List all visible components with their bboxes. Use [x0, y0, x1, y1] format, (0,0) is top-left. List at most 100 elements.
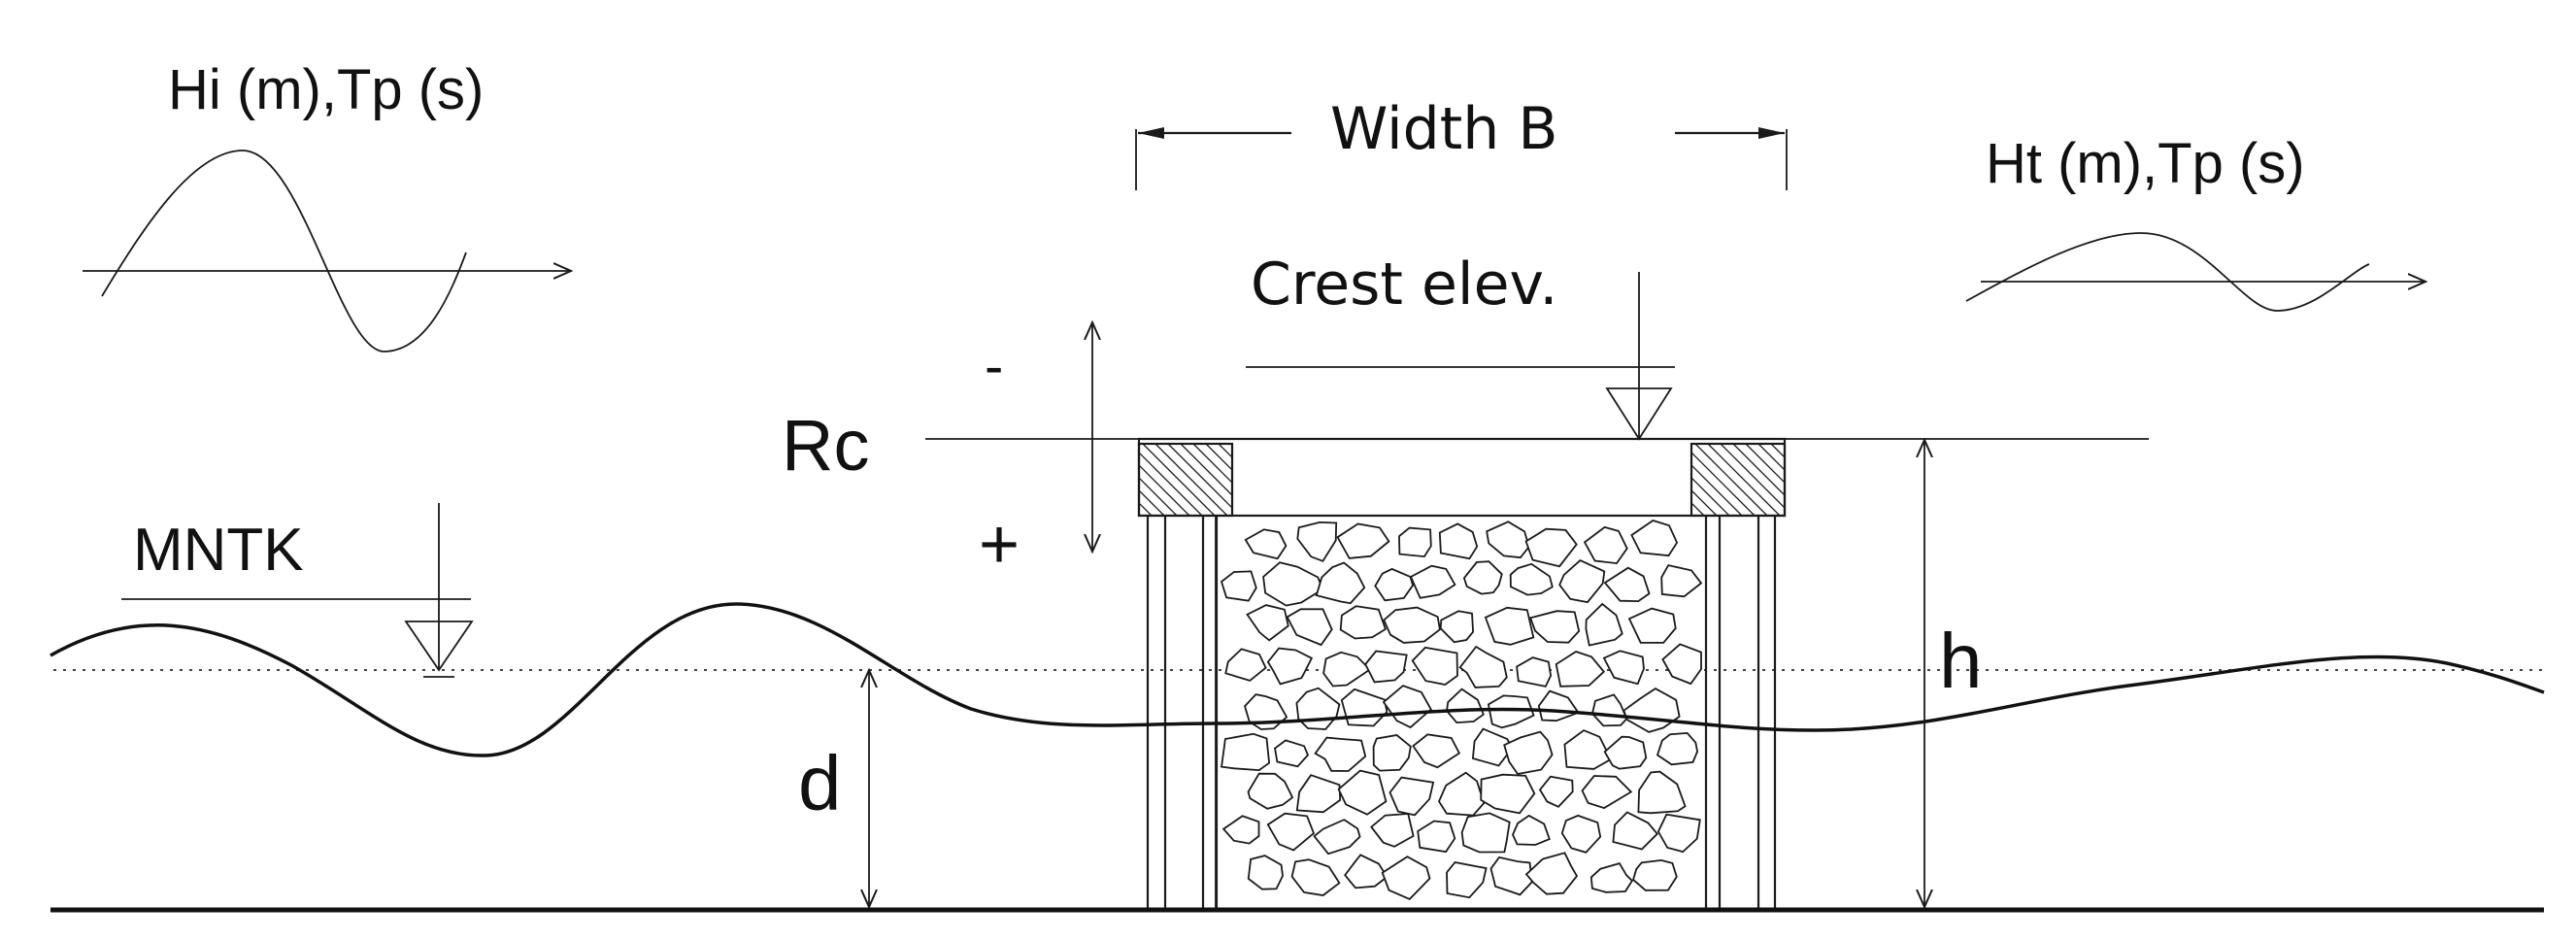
hatch-line — [1809, 444, 1881, 516]
left-cap-hatching — [1139, 444, 1366, 516]
rock-stone — [1344, 854, 1388, 890]
water-level-marker — [121, 503, 474, 678]
rock-stone — [1484, 606, 1535, 646]
rock-stone — [1374, 567, 1415, 602]
rock-stone — [1438, 522, 1479, 560]
hatch-line — [1142, 444, 1216, 516]
rock-stone — [1313, 819, 1361, 856]
rock-stone — [1462, 560, 1503, 595]
rock-stone — [1524, 527, 1578, 568]
rock-stone — [1487, 694, 1535, 729]
rock-stone — [1480, 773, 1536, 815]
hatch-line — [1847, 444, 1919, 516]
rock-stone — [1286, 608, 1333, 647]
rock-stone — [1247, 855, 1284, 890]
hatch-line — [1694, 444, 1768, 516]
crest-cap — [1137, 437, 1787, 518]
hatch-line — [1282, 444, 1354, 516]
rock-stone — [1446, 688, 1485, 724]
rock-stone — [1509, 562, 1554, 596]
rock-stone — [1656, 813, 1701, 854]
right-cap-block — [1689, 442, 1787, 518]
rock-stone — [1583, 525, 1628, 565]
rock-stone — [1503, 730, 1554, 775]
rock-stone — [1266, 647, 1314, 686]
rock-stone — [1656, 731, 1699, 766]
rock-stone — [1274, 739, 1310, 768]
hatch-line — [1139, 515, 1140, 516]
hatch-line — [1218, 444, 1232, 458]
rock-stone — [1558, 559, 1606, 604]
rock-stone — [1471, 727, 1514, 767]
hatch-line — [1770, 444, 1785, 458]
rock-stone — [1411, 646, 1458, 686]
left-wall — [1146, 516, 1219, 910]
rock-stone — [1409, 564, 1456, 599]
rock-stone — [1437, 771, 1486, 817]
hatch-line — [1139, 452, 1203, 516]
hatch-line — [1822, 444, 1893, 516]
rock-stone — [1563, 729, 1613, 770]
hatch-line — [1180, 444, 1232, 496]
rock-stone — [1538, 775, 1574, 808]
hatch-line — [1691, 489, 1718, 516]
rock-stone — [1382, 685, 1432, 729]
rock-stone — [1661, 643, 1702, 686]
rock-stone — [1612, 811, 1659, 851]
rock-stone — [1585, 602, 1623, 647]
hatch-line — [1691, 464, 1743, 516]
rock-stone — [1458, 645, 1508, 688]
depth-label: d — [798, 740, 842, 826]
freeboard-label: Rc — [782, 405, 869, 486]
rock-stone — [1537, 689, 1580, 722]
hatch-line — [1732, 444, 1785, 496]
rock-stone — [1290, 858, 1341, 896]
right-wall — [1704, 516, 1777, 910]
rock-stone — [1221, 815, 1260, 845]
hatch-line — [1691, 452, 1756, 516]
rock-stone — [1632, 858, 1678, 891]
wave-profile — [50, 602, 2545, 757]
rock-stone — [1627, 607, 1677, 644]
hatch-line — [1256, 444, 1328, 516]
hatch-line — [1139, 502, 1153, 516]
hatch-line — [1294, 444, 1366, 516]
freeboard-plus-sign: + — [979, 506, 1020, 584]
rock-stone — [1603, 735, 1648, 770]
rock-stone — [1529, 610, 1581, 644]
crest-elevation-label: Crest elev. — [1251, 251, 1557, 319]
hatch-line — [1244, 444, 1316, 516]
rock-stone — [1398, 526, 1432, 558]
hatch-line — [1707, 444, 1781, 516]
hatch-line — [1796, 444, 1868, 516]
rock-stone — [1555, 651, 1606, 688]
transmitted-wave-label: Ht (m),Tp (s) — [1986, 132, 2305, 195]
rock-stone — [1244, 528, 1288, 560]
transmitted-wave-curve — [1965, 232, 2370, 312]
rock-stone — [1364, 650, 1408, 684]
rock-stone — [1602, 650, 1645, 686]
rock-stone — [1372, 734, 1412, 772]
hatch-line — [1745, 444, 1785, 484]
rock-stone — [1220, 732, 1271, 772]
rock-stone — [1637, 770, 1687, 815]
hatch-line — [1720, 444, 1785, 509]
right-cap-hatching — [1691, 444, 1919, 516]
rock-stone — [1337, 769, 1388, 816]
hatch-line — [1205, 444, 1232, 471]
incident-wave-symbol — [83, 150, 571, 352]
rock-stone — [1295, 774, 1342, 814]
rock-stone — [1623, 688, 1681, 733]
rock-stone — [1603, 566, 1651, 603]
left-cap-block — [1137, 442, 1234, 518]
rock-stone — [1590, 693, 1628, 727]
rock-stone — [1295, 687, 1341, 730]
rock-stone — [1247, 772, 1294, 810]
breakwater-structure — [1137, 437, 1919, 910]
hatch-line — [1691, 502, 1705, 516]
hatch-line — [1139, 489, 1165, 516]
rock-stone — [1439, 610, 1475, 644]
hatch-line — [1192, 444, 1232, 484]
rock-stone — [1560, 814, 1602, 854]
